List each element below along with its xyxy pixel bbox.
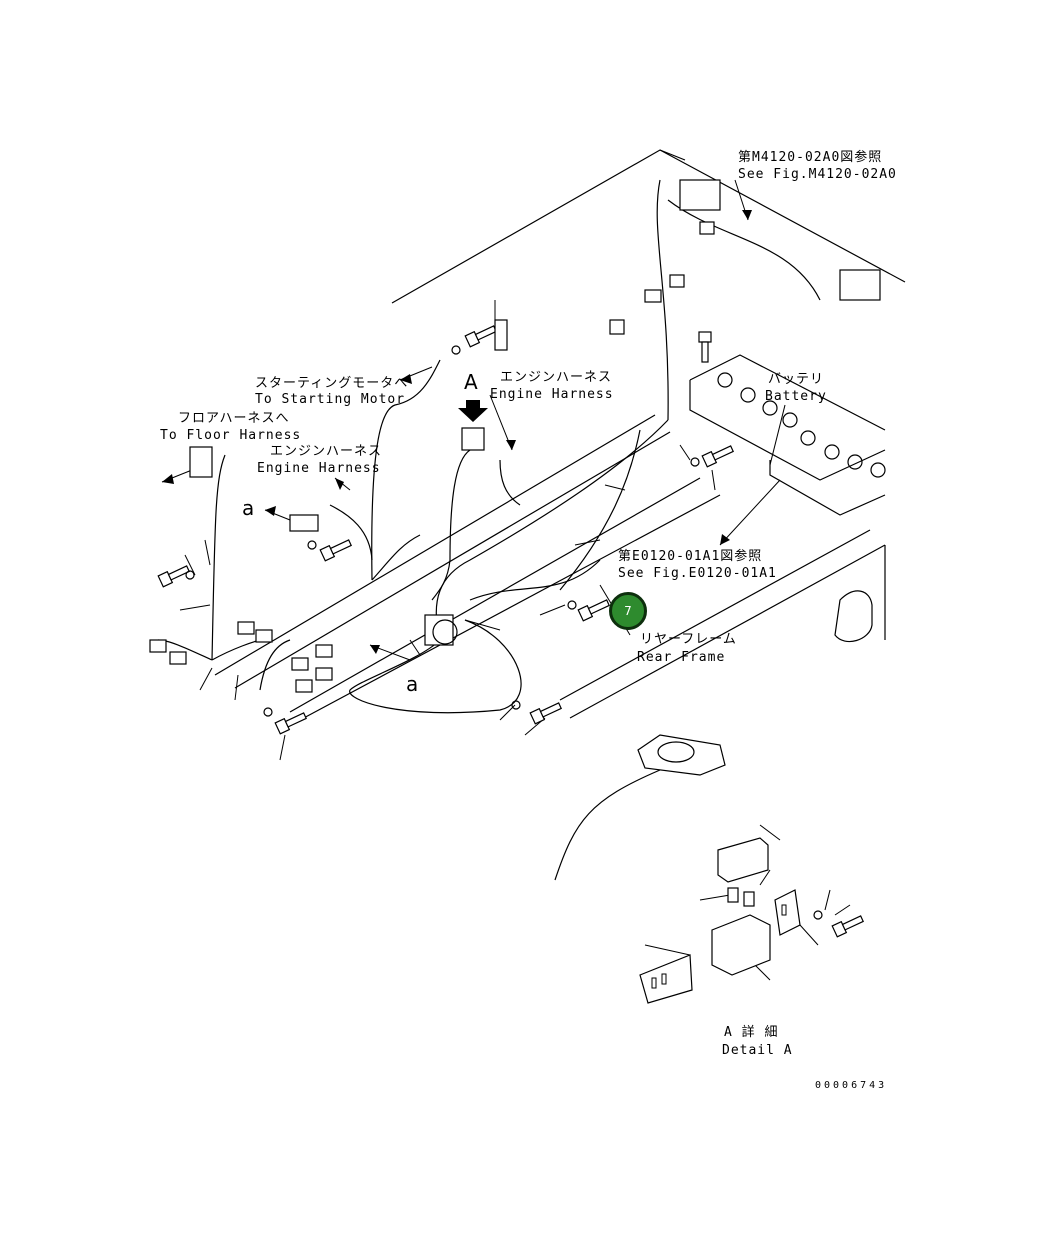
- harness-cables: [157, 179, 821, 714]
- bolt-icon: [157, 325, 865, 938]
- rear-frame-label-ja: リヤーフレーム: [640, 632, 737, 647]
- starting-motor-label-en: To Starting Motor: [255, 392, 406, 407]
- ref-m4120-label-en: See Fig.M4120-02A0: [738, 167, 897, 182]
- drawing-number: 00006743: [815, 1080, 888, 1091]
- engine-harness-top-label-ja: エンジンハーネス: [500, 370, 613, 385]
- floor-harness-label-en: To Floor Harness: [160, 428, 302, 443]
- mark-a-left: a: [242, 496, 255, 520]
- ref-e0120-label-en: See Fig.E0120-01A1: [618, 566, 777, 581]
- mark-a-bottom: a: [406, 672, 419, 696]
- ref-m4120-label-ja: 第M4120-02A0図参照: [738, 150, 883, 165]
- arrow-down-icon: [458, 400, 488, 422]
- connector-icon: [149, 179, 881, 693]
- rear-frame-label-en: Rear Frame: [637, 650, 726, 665]
- callout-badge[interactable]: 7: [609, 592, 647, 630]
- arrowheads: [162, 210, 752, 654]
- frame-outline: [214, 149, 906, 881]
- detail-a-label-ja: A 詳 細: [724, 1025, 779, 1040]
- tow-bracket: [637, 734, 726, 776]
- floor-harness-label-ja: フロアハーネスへ: [178, 411, 290, 426]
- battery-icon: [689, 354, 886, 516]
- detail-a-label-en: Detail A: [722, 1043, 793, 1058]
- starting-motor-label-ja: スターティングモータへ: [255, 376, 409, 391]
- battery-label-ja: バッテリ: [768, 372, 825, 387]
- engine-harness-left-label-ja: エンジンハーネス: [270, 444, 383, 459]
- engine-harness-left-label-en: Engine Harness: [257, 461, 381, 476]
- engine-harness-top-label-en: Engine Harness: [490, 387, 614, 402]
- ref-e0120-label-ja: 第E0120-01A1図参照: [618, 549, 763, 564]
- battery-label-en: Battery: [765, 389, 827, 404]
- view-a-marker: A: [464, 370, 478, 394]
- relay-icon: [639, 837, 801, 1004]
